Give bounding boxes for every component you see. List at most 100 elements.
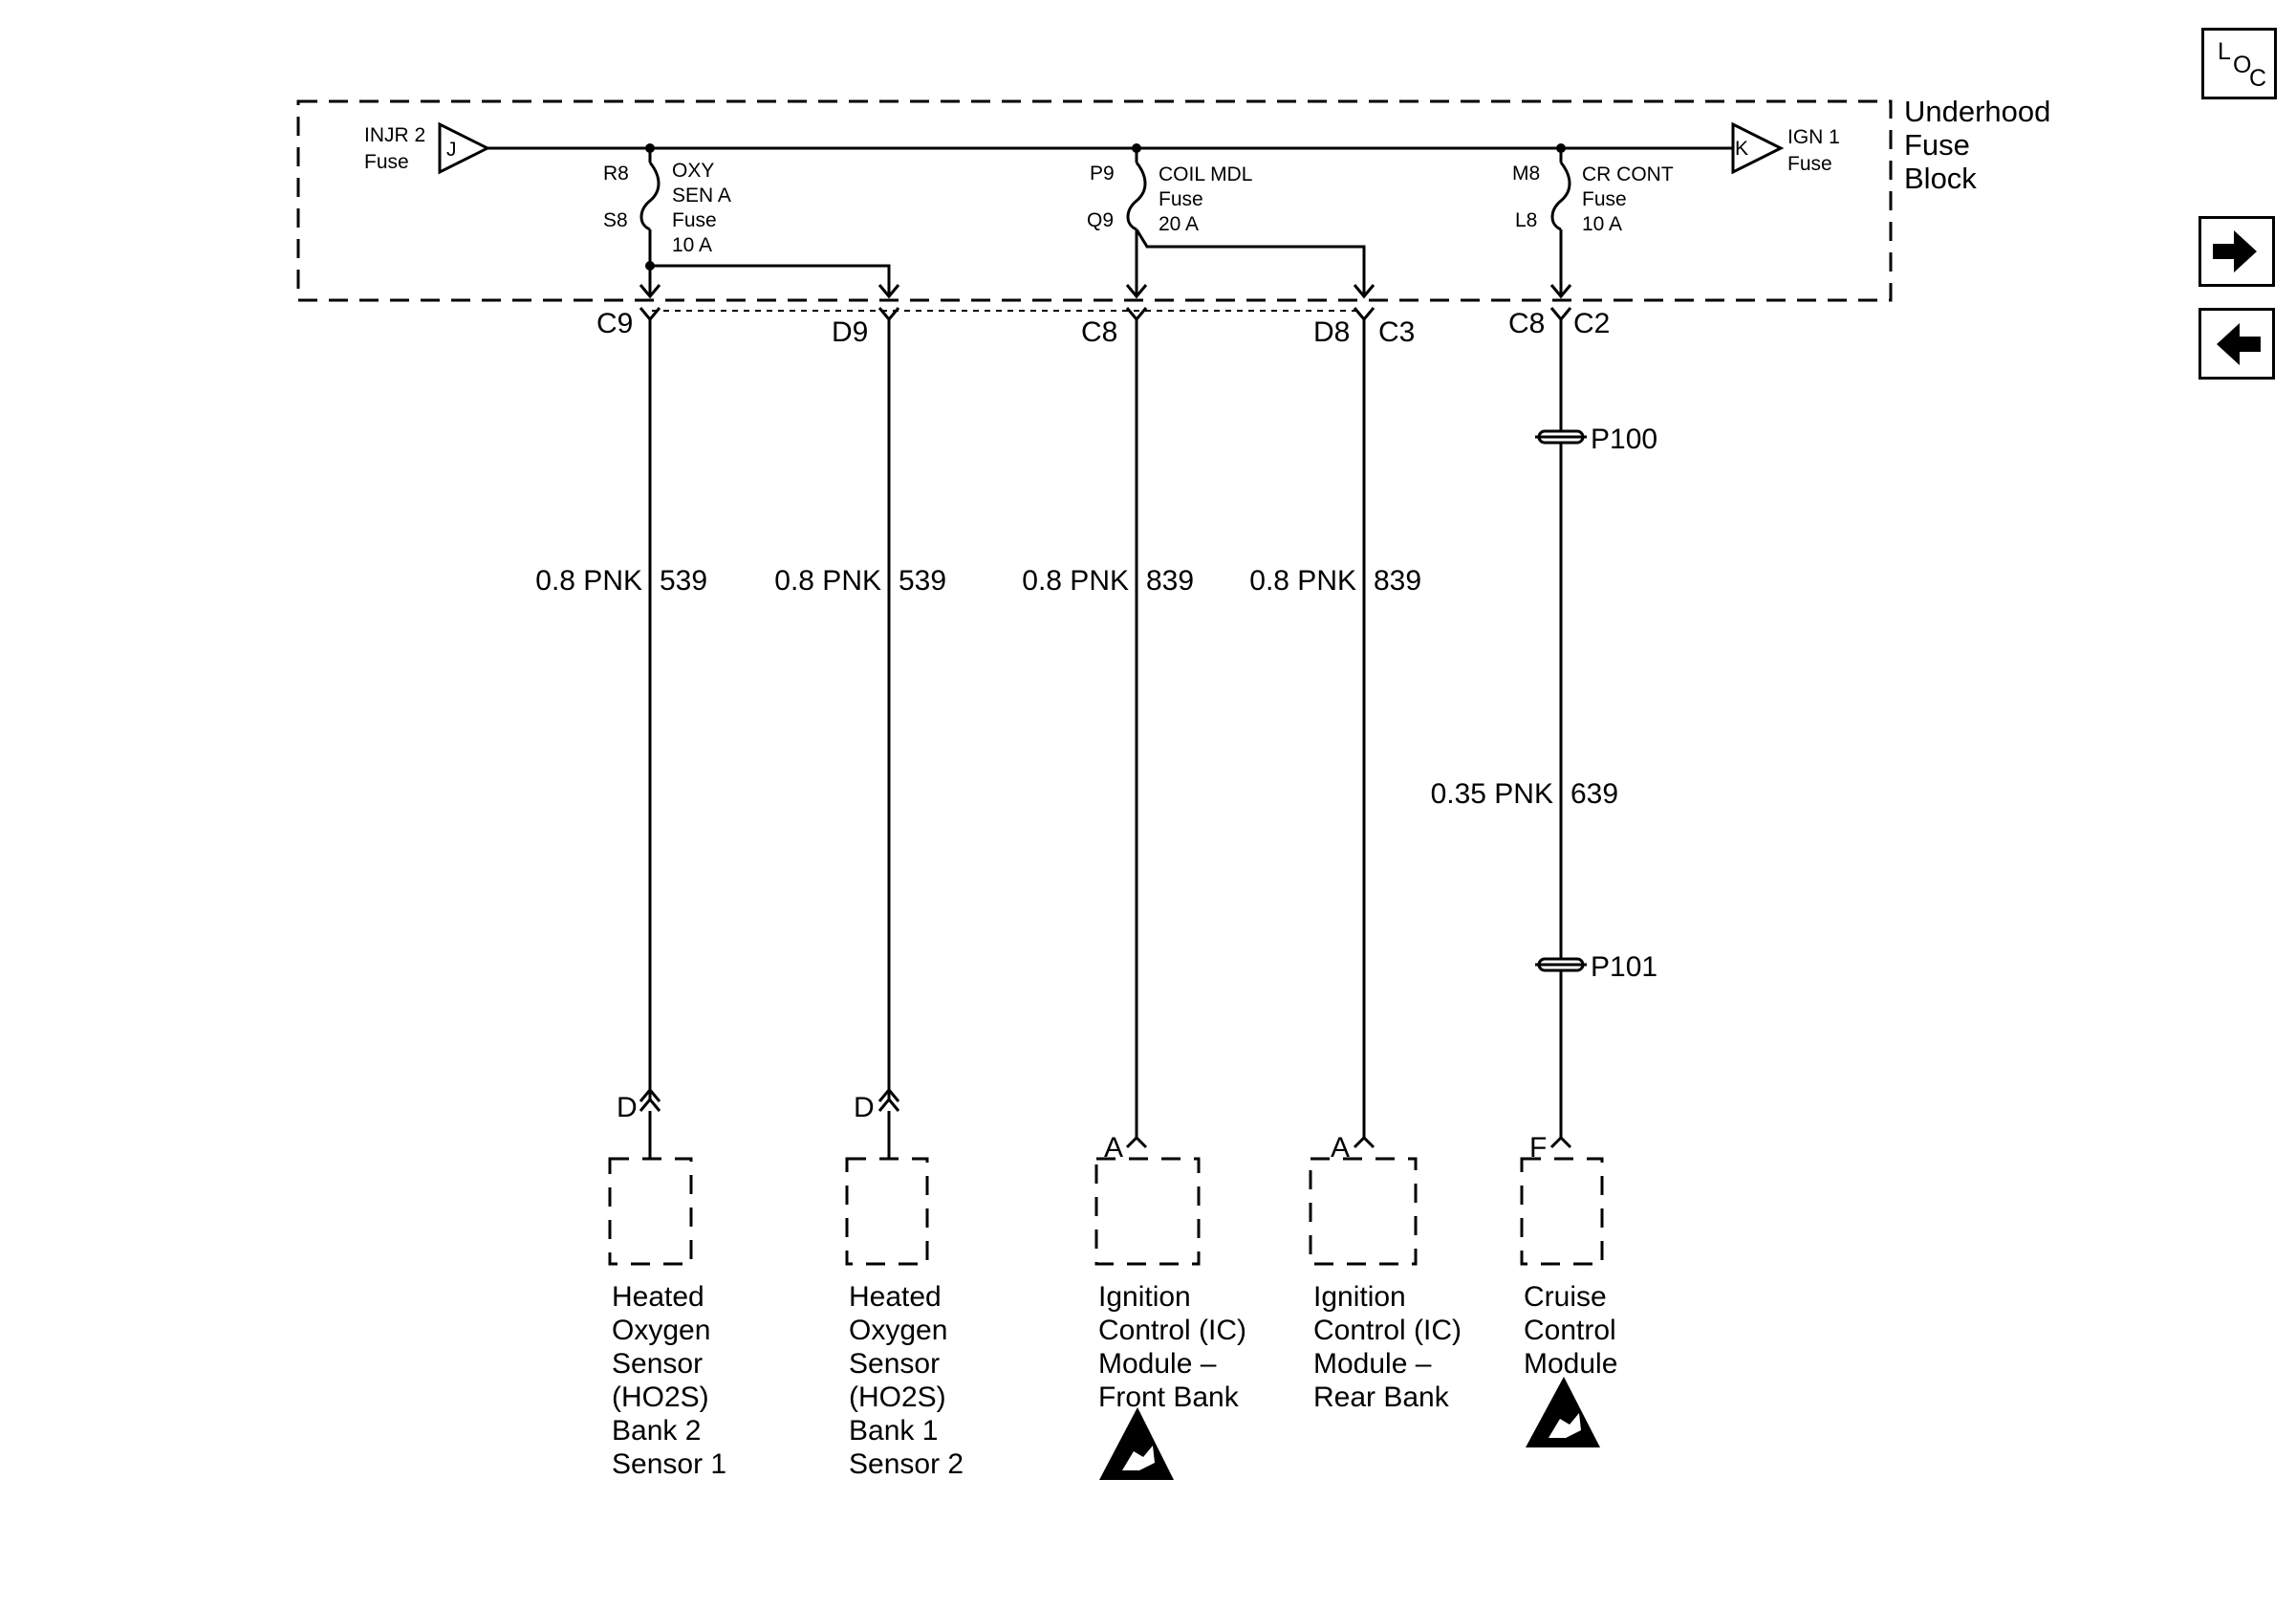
right-arrow-icon xyxy=(2213,230,2257,272)
connector-c2: C2 xyxy=(1573,308,1610,339)
svg-text:Control (IC): Control (IC) xyxy=(1313,1315,1462,1346)
terminal-c8-b: C8 xyxy=(1508,308,1545,339)
wire-label-2: 0.8 PNK xyxy=(774,565,881,597)
loc-button[interactable]: L O C xyxy=(2201,28,2277,99)
svg-text:Front Bank: Front Bank xyxy=(1098,1382,1240,1413)
coil-fuse-pin-in: P9 xyxy=(1090,163,1115,185)
left-feed-name-1: INJR 2 xyxy=(364,124,425,146)
coil-fuse-label-3: 20 A xyxy=(1159,213,1199,235)
svg-text:Ignition: Ignition xyxy=(1313,1281,1406,1313)
oxy-fuse-label-2: SEN A xyxy=(672,185,731,207)
cruise-box xyxy=(1520,1157,1604,1266)
coil-fuse-pin-out: Q9 xyxy=(1087,209,1114,231)
circuit-num-4: 839 xyxy=(1374,565,1421,597)
svg-text:(HO2S): (HO2S) xyxy=(849,1382,946,1413)
oxy-fuse-label-3: Fuse xyxy=(672,209,717,231)
ic-rear-box xyxy=(1309,1157,1418,1266)
oxy-fuse-label-4: 10 A xyxy=(672,234,712,256)
fuse-block-outline xyxy=(296,99,1893,302)
terminal-d9: D9 xyxy=(832,316,868,348)
svg-text:Cruise: Cruise xyxy=(1524,1281,1607,1313)
terminal-c8-a: C8 xyxy=(1081,316,1117,348)
cr-fuse-pin-in: M8 xyxy=(1512,163,1540,185)
svg-text:Module: Module xyxy=(1524,1348,1617,1380)
feed-triangle-right xyxy=(1731,121,1785,175)
component-pin-5: F xyxy=(1529,1132,1547,1164)
ho2s-bank2-box xyxy=(608,1157,693,1266)
cr-fuse-label-1: CR CONT xyxy=(1582,163,1674,185)
svg-text:Module –: Module – xyxy=(1313,1348,1432,1380)
svg-text:(HO2S): (HO2S) xyxy=(612,1382,709,1413)
circuit-num-5: 639 xyxy=(1570,778,1618,810)
circuit-num-1: 539 xyxy=(660,565,707,597)
coil-fuse-label-2: Fuse xyxy=(1159,188,1203,210)
ic-front-box xyxy=(1094,1157,1201,1266)
right-feed-name-2: Fuse xyxy=(1787,153,1832,175)
left-arrow-icon xyxy=(2217,323,2261,365)
component-label-ic-front: Ignition Control (IC) Module – Front Ban… xyxy=(1098,1281,1246,1413)
wire-label-3: 0.8 PNK xyxy=(1022,565,1129,597)
splice-p100 xyxy=(1535,429,1587,445)
wire-label-1: 0.8 PNK xyxy=(535,565,642,597)
right-feed-pin: K xyxy=(1735,138,1748,160)
forward-button[interactable] xyxy=(2199,216,2275,287)
oxy-fuse-pin-out: S8 xyxy=(603,209,628,231)
oxy-fuse-label-1: OXY xyxy=(672,160,714,182)
component-label-ic-rear: Ignition Control (IC) Module – Rear Bank xyxy=(1313,1281,1462,1413)
circuit-num-2: 539 xyxy=(899,565,946,597)
wire-label-4: 0.8 PNK xyxy=(1249,565,1356,597)
back-button[interactable] xyxy=(2199,308,2275,380)
fuse-block-label-3: Block xyxy=(1904,162,1977,195)
terminal-c9: C9 xyxy=(596,308,633,339)
cr-fuse-pin-out: L8 xyxy=(1515,209,1537,231)
fuse-block-label-1: Underhood xyxy=(1904,95,2050,128)
oxy-fuse-symbol xyxy=(639,162,661,231)
svg-text:Control: Control xyxy=(1524,1315,1616,1346)
svg-text:Sensor 2: Sensor 2 xyxy=(849,1448,964,1480)
svg-text:Bank 2: Bank 2 xyxy=(612,1415,701,1447)
svg-text:Bank 1: Bank 1 xyxy=(849,1415,938,1447)
component-pin-3: A xyxy=(1104,1132,1123,1164)
svg-text:Control (IC): Control (IC) xyxy=(1098,1315,1246,1346)
svg-text:Module –: Module – xyxy=(1098,1348,1217,1380)
feed-triangle-left xyxy=(438,121,491,175)
left-feed-pin: J xyxy=(446,139,457,161)
splice-p101-label: P101 xyxy=(1591,951,1657,983)
loc-letter-o: O xyxy=(2233,52,2252,78)
ho2s-bank1-box xyxy=(845,1157,929,1266)
component-pin-4: A xyxy=(1331,1132,1350,1164)
cr-cont-fuse-symbol xyxy=(1550,162,1571,231)
esd-warning-icon xyxy=(1526,1377,1600,1447)
svg-text:Oxygen: Oxygen xyxy=(612,1315,710,1346)
svg-text:Heated: Heated xyxy=(612,1281,704,1313)
wire-label-5: 0.35 PNK xyxy=(1431,778,1553,810)
coil-fuse-symbol xyxy=(1126,162,1147,231)
component-label-ho2s-b1s2: Heated Oxygen Sensor (HO2S) Bank 1 Senso… xyxy=(849,1281,964,1480)
terminal-d8: D8 xyxy=(1313,316,1350,348)
component-label-ho2s-b2s1: Heated Oxygen Sensor (HO2S) Bank 2 Senso… xyxy=(612,1281,726,1480)
splice-p101 xyxy=(1535,957,1587,972)
svg-text:Sensor: Sensor xyxy=(849,1348,940,1380)
coil-fuse-label-1: COIL MDL xyxy=(1159,163,1252,185)
cr-fuse-label-2: Fuse xyxy=(1582,188,1627,210)
loc-letter-c: C xyxy=(2249,65,2267,92)
component-pin-2: D xyxy=(854,1092,875,1123)
esd-warning-icon xyxy=(1099,1407,1174,1480)
svg-text:Sensor: Sensor xyxy=(612,1348,703,1380)
connector-c3: C3 xyxy=(1378,316,1415,348)
right-feed-name-1: IGN 1 xyxy=(1787,126,1840,148)
cr-fuse-label-3: 10 A xyxy=(1582,213,1622,235)
left-feed-name-2: Fuse xyxy=(364,151,409,173)
loc-letter-l: L xyxy=(2218,38,2231,65)
component-label-cruise: Cruise Control Module xyxy=(1524,1281,1617,1380)
fuse-block-label-2: Fuse xyxy=(1904,128,1970,162)
component-pin-1: D xyxy=(617,1092,638,1123)
splice-p100-label: P100 xyxy=(1591,424,1657,455)
svg-text:Sensor 1: Sensor 1 xyxy=(612,1448,726,1480)
svg-text:Heated: Heated xyxy=(849,1281,942,1313)
svg-text:Rear Bank: Rear Bank xyxy=(1313,1382,1450,1413)
svg-text:Oxygen: Oxygen xyxy=(849,1315,947,1346)
oxy-fuse-pin-in: R8 xyxy=(603,163,629,185)
circuit-num-3: 839 xyxy=(1146,565,1194,597)
